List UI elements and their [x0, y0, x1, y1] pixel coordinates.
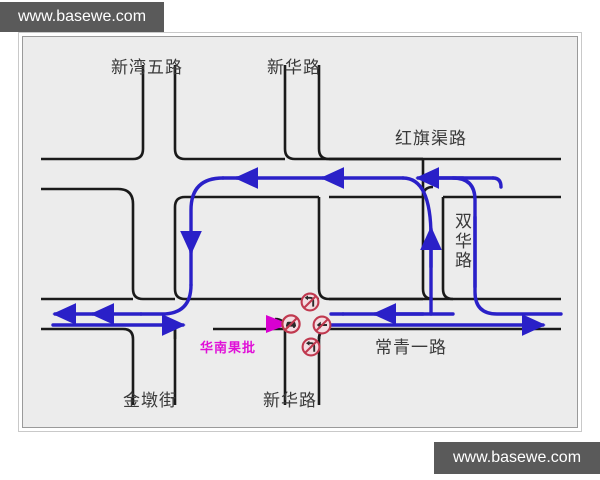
map-frame: 新湾五路 新华路 红旗渠路 双华路 常青一路 金墩街 新华路 华南果批 [18, 32, 582, 432]
magenta-access-arrow [213, 315, 289, 333]
blue-detour-route [51, 167, 563, 336]
road-label-shuanghua-lu: 双华路 [455, 212, 472, 271]
road-label-xinhua-lu-top: 新华路 [267, 58, 321, 77]
no-straight-icon [312, 315, 332, 335]
road-label-xinhua-lu-bottom: 新华路 [263, 391, 317, 410]
poi-label-huanan-guopi: 华南果批 [200, 340, 257, 355]
no-left-turn-icon [300, 292, 320, 312]
watermark-top-left: www.basewe.com [0, 2, 164, 32]
no-left-turn-icon [301, 337, 321, 357]
road-network-svg [41, 65, 563, 405]
map-canvas: 新湾五路 新华路 红旗渠路 双华路 常青一路 金墩街 新华路 华南果批 [22, 36, 578, 428]
traffic-sign-group [281, 292, 332, 357]
no-car-icon [281, 314, 301, 334]
road-outlines [41, 65, 561, 405]
road-label-changqing-yi-lu: 常青一路 [375, 338, 447, 357]
road-label-xinwan-wu-lu: 新湾五路 [111, 58, 183, 77]
road-label-hongqiqu-lu: 红旗渠路 [395, 129, 467, 148]
road-label-jindun-jie: 金墩街 [123, 391, 177, 410]
watermark-bottom-right: www.basewe.com [434, 442, 600, 474]
